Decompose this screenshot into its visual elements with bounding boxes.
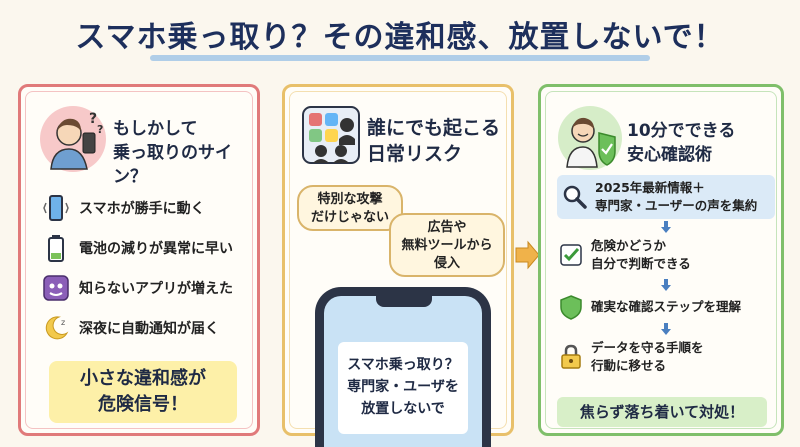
panel3-heading: 10分でできる 安心確認術 bbox=[627, 121, 736, 165]
vibrating-phone-icon bbox=[41, 193, 71, 223]
arrow-down-icon bbox=[661, 279, 671, 291]
panel1-heading: もしかして 乗っ取りのサイン？ bbox=[113, 119, 232, 187]
step-latest-info: 2025年最新情報＋ 専門家・ユーザーの声を集約 bbox=[557, 175, 775, 219]
worried-person-icon: ? ? bbox=[40, 106, 106, 172]
lock-icon bbox=[557, 343, 585, 371]
arrow-down-icon bbox=[661, 221, 671, 233]
svg-text:?: ? bbox=[89, 111, 97, 127]
panel2-heading: 誰にでも起こる 日常リスク bbox=[367, 117, 501, 165]
svg-text:?: ? bbox=[97, 123, 103, 136]
final-message: 焦らず落ち着いて対処！ bbox=[557, 397, 767, 427]
shield-icon bbox=[557, 293, 585, 321]
step-protect-data: データを守る手順を 行動に移せる bbox=[557, 339, 775, 375]
moon-icon: z bbox=[41, 313, 71, 343]
step-judge-danger: 危険かどうか 自分で判断できる bbox=[557, 237, 775, 273]
title-underline bbox=[150, 55, 650, 61]
warning-callout: 小さな違和感が 危険信号！ bbox=[49, 361, 237, 423]
list-item: 知らないアプリが増えた bbox=[41, 271, 255, 305]
list-item: z 深夜に自動通知が届く bbox=[41, 311, 255, 345]
panel-hijack-signs: ? ? もしかして 乗っ取りのサイン？ スマホが勝手に動く 電池の減りが異常に早… bbox=[18, 84, 260, 436]
speech-bubble-ads: 広告や 無料ツールから 侵入 bbox=[389, 213, 505, 277]
list-item: スマホが勝手に動く bbox=[41, 191, 255, 225]
magnifier-icon bbox=[561, 183, 589, 211]
panel-check-method: 10分でできる 安心確認術 2025年最新情報＋ 専門家・ユーザーの声を集約 危… bbox=[538, 84, 784, 436]
apps-and-hackers-icon bbox=[302, 106, 360, 164]
page-title: スマホ乗っ取り？その違和感、放置しないで！ bbox=[75, 20, 725, 55]
svg-text:z: z bbox=[61, 318, 65, 327]
phone-screen-message: スマホ乗っ取り？ 専門家・ユーザを 放置しないで bbox=[338, 342, 468, 434]
arrow-right-icon bbox=[515, 240, 540, 270]
arrow-down-icon bbox=[661, 323, 671, 335]
confident-person-icon bbox=[558, 106, 622, 170]
step-understand-check: 確実な確認ステップを理解 bbox=[557, 293, 775, 321]
low-battery-icon bbox=[41, 233, 71, 263]
panel-everyday-risk: 誰にでも起こる 日常リスク 特別な攻撃 だけじゃない 広告や 無料ツールから 侵… bbox=[282, 84, 514, 447]
smartphone-illustration: スマホ乗っ取り？ 専門家・ユーザを 放置しないで bbox=[315, 287, 491, 447]
list-item: 電池の減りが異常に早い bbox=[41, 231, 255, 265]
check-icon bbox=[557, 241, 585, 269]
speech-bubble-attack: 特別な攻撃 だけじゃない bbox=[297, 185, 403, 231]
unknown-app-icon bbox=[41, 273, 71, 303]
